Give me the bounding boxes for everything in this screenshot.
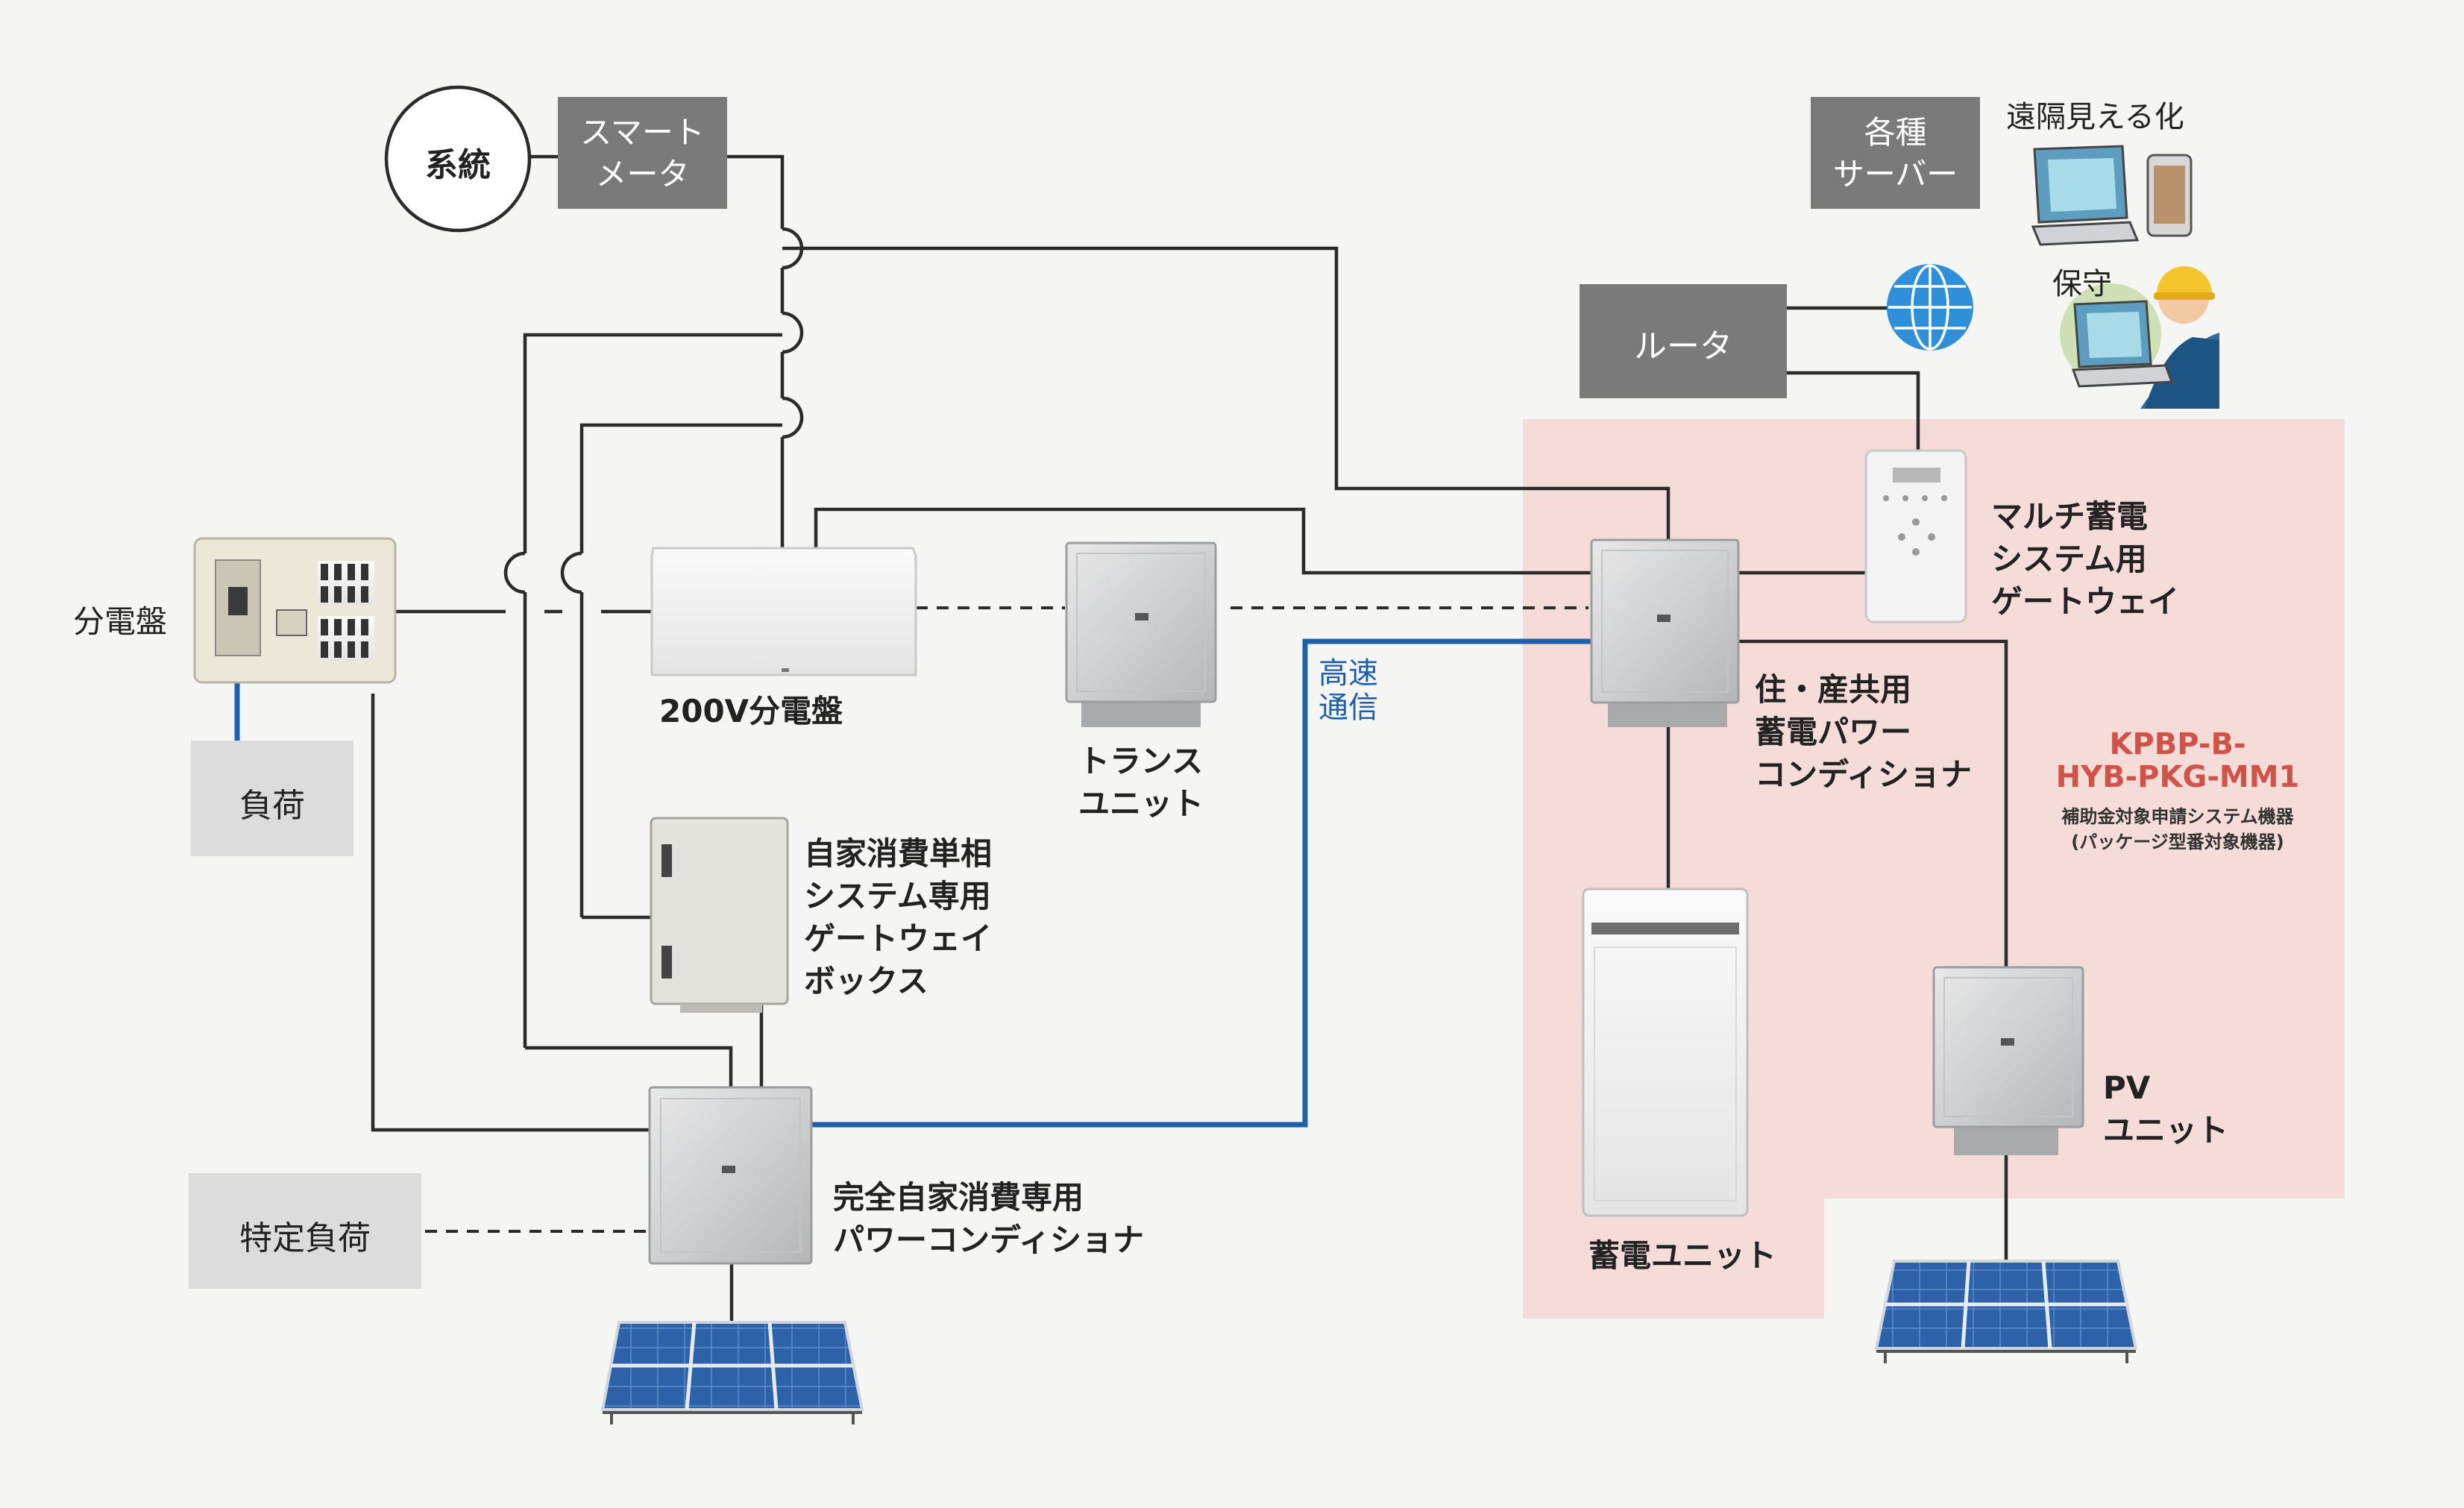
hybrid-pcs-device	[1590, 538, 1740, 727]
smart-meter-label: スマート メータ	[580, 114, 705, 192]
grid-circle	[384, 85, 532, 233]
specific-load-label: 特定負荷	[239, 1219, 371, 1257]
solar-panel-left	[600, 1321, 864, 1424]
remote-view-label: 遠隔見える化	[2006, 100, 2184, 134]
distribution-board-device	[193, 537, 397, 684]
maintenance-label: 保守	[2052, 267, 2112, 301]
high-speed-comm-label: 高速 通信	[1319, 656, 1378, 725]
distribution-board-label: 分電盤	[73, 603, 168, 640]
multi-gateway-label: マルチ蓄電 システム用 ゲートウェイ	[1991, 498, 2180, 620]
servers-box	[1811, 97, 1980, 209]
board-200v-label: 200V分電盤	[659, 693, 843, 729]
globe-icon	[1887, 264, 1973, 351]
multi-gateway-device	[1864, 449, 1967, 623]
gateway-box-device	[650, 817, 789, 1013]
laptop-icon	[2031, 145, 2140, 246]
battery-unit-label: 蓄電ユニット	[1588, 1237, 1777, 1274]
servers-label: 各種 サーバー	[1832, 114, 1958, 192]
router-label: ルータ	[1634, 327, 1732, 365]
trans-unit-label: トランス ユニット	[1078, 743, 1204, 822]
self-pcs-device	[648, 1086, 813, 1265]
hybrid-pcs-label: 住・産共用 蓄電パワー コンディショナ	[1755, 671, 1973, 793]
battery-unit-device	[1582, 887, 1749, 1217]
self-pcs-label: 完全自家消費専用 パワーコンディショナ	[833, 1179, 1145, 1258]
specific-load-box	[189, 1173, 421, 1289]
package-note-label: 補助金対象申請システム機器 (パッケージ型番対象機器)	[2061, 806, 2294, 852]
trans-unit-device	[1065, 541, 1217, 727]
package-model-label: KPBP-B- HYB-PKG-MM1	[2055, 727, 2300, 794]
smart-meter-box	[558, 97, 727, 209]
pv-unit-device	[1932, 966, 2084, 1155]
wiring	[371, 154, 2008, 1322]
router-box	[1580, 284, 1787, 398]
signal-lines	[425, 606, 1588, 1233]
solar-panel-right	[1874, 1260, 2138, 1363]
high-speed-comm-line	[811, 638, 1591, 1128]
pv-unit-label: PV ユニット	[2103, 1069, 2229, 1149]
board-200v-device	[650, 547, 917, 676]
load-box	[191, 741, 353, 856]
load-label: 負荷	[239, 787, 305, 825]
grid-label: 系統	[425, 146, 491, 184]
maintenance-worker-icon	[2060, 266, 2219, 409]
gateway-box-label: 自家消費単相 システム専用 ゲートウェイ ボックス	[804, 835, 993, 999]
smartphone-icon	[2146, 154, 2193, 237]
